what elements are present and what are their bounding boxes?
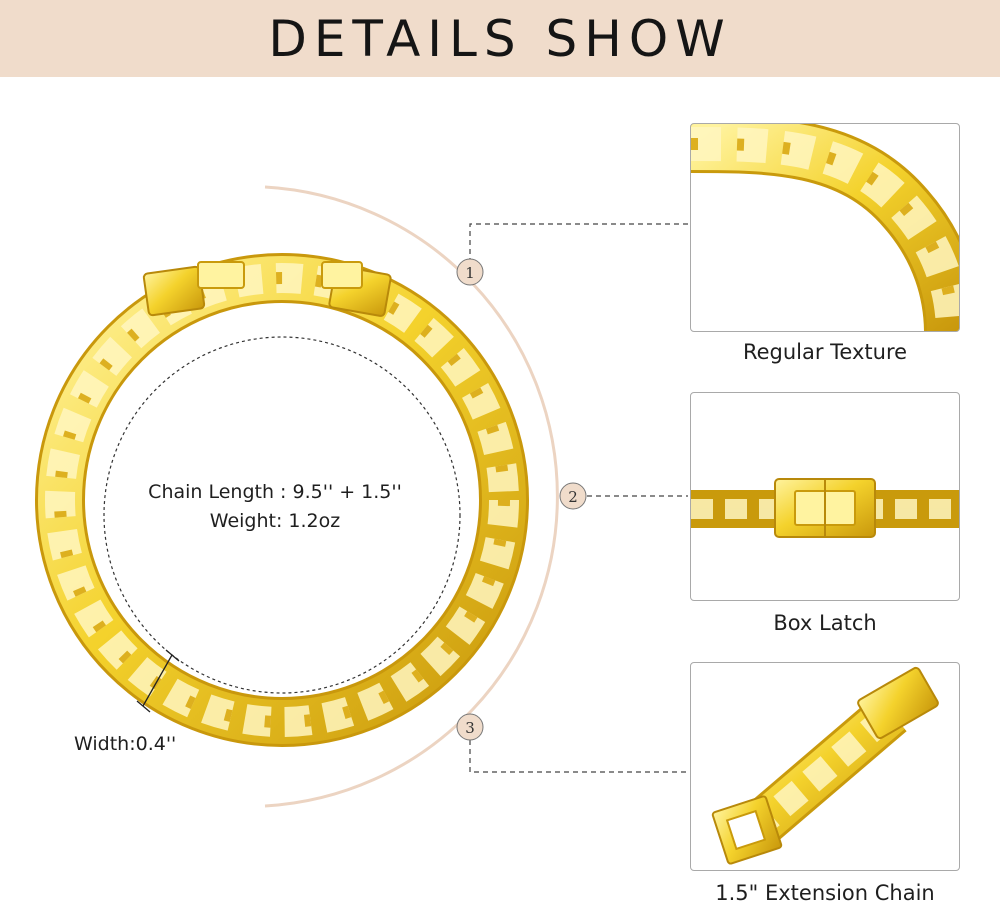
detail-panel-extension (690, 662, 960, 871)
detail-panel-latch (690, 392, 960, 601)
latch-closeup-image (691, 478, 959, 538)
svg-text:3: 3 (465, 719, 475, 737)
caption-regular-texture: Regular Texture (742, 340, 908, 364)
bracelet-image (35, 253, 529, 747)
svg-text:1: 1 (465, 264, 475, 282)
decorative-arc (264, 185, 559, 808)
header-banner: DETAILS SHOW (0, 0, 1000, 77)
connector-3 (469, 740, 688, 773)
marker-1: 1 (456, 258, 484, 286)
marker-2: 2 (559, 482, 587, 510)
texture-closeup-image (691, 124, 959, 331)
inner-size-circle (103, 336, 461, 694)
svg-text:2: 2 (568, 488, 578, 506)
detail-panel-texture (690, 123, 960, 332)
caption-box-latch: Box Latch (773, 611, 877, 635)
chain-length-label: Chain Length : 9.5'' + 1.5'' (148, 481, 402, 503)
weight-label: Weight: 1.2oz (209, 510, 341, 532)
caption-extension-chain: 1.5" Extension Chain (715, 881, 935, 905)
extension-closeup-image (711, 666, 939, 865)
width-indicator (136, 649, 180, 713)
page-title: DETAILS SHOW (268, 9, 732, 68)
marker-3: 3 (456, 713, 484, 741)
connector-1 (469, 223, 688, 272)
width-label: Width:0.4'' (74, 733, 177, 755)
